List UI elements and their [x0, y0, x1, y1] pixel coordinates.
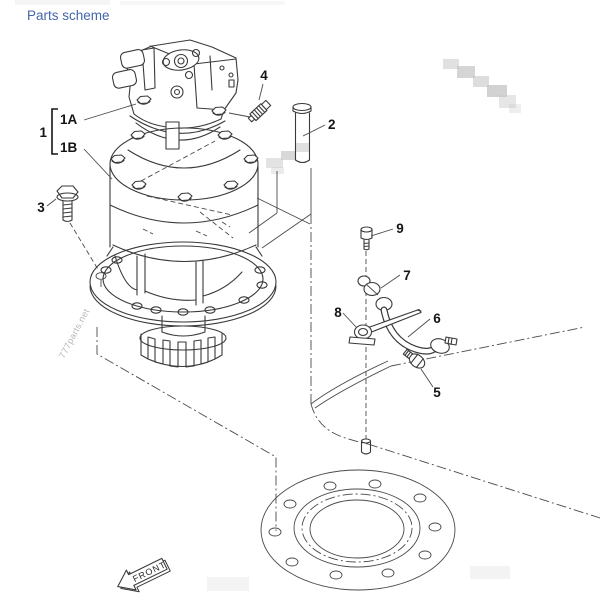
callout-leaders — [46, 83, 434, 388]
hose-elbow-fitting — [430, 336, 458, 354]
front-arrow: FRONT — [117, 557, 171, 593]
callout-6: 6 — [433, 311, 441, 326]
bottom-ring-flange — [260, 469, 456, 591]
callout-9: 9 — [396, 221, 404, 236]
watermark-streak-middle — [266, 143, 310, 174]
callout-1a: 1A — [60, 112, 78, 127]
ring-bolt-holes — [268, 479, 442, 580]
callout-labels: 1 1A 1B 2 3 4 5 6 7 8 9 — [37, 68, 441, 400]
callout-8: 8 — [334, 305, 342, 320]
part-fitting-4 — [247, 99, 272, 123]
watermark-text: 777parts.net — [57, 307, 92, 360]
part-pin-2 — [292, 102, 312, 164]
callout-3: 3 — [37, 200, 45, 215]
page-title: Parts scheme — [27, 8, 110, 23]
callout-1: 1 — [39, 125, 47, 140]
mounting-flange — [89, 241, 277, 327]
callout-5: 5 — [433, 385, 441, 400]
gear-housing — [109, 127, 259, 262]
part-bolt-3 — [56, 185, 79, 223]
motor-port-fittings — [111, 47, 156, 91]
pinion-gear — [139, 315, 227, 368]
flange-bolt-holes — [100, 256, 268, 316]
callout-1b: 1B — [60, 140, 78, 155]
part-clamp-8 — [348, 308, 422, 346]
callout-4: 4 — [260, 68, 268, 83]
callout-7: 7 — [403, 268, 411, 283]
motor-top-flange — [161, 48, 201, 71]
watermark-smudges — [15, 0, 521, 591]
swing-motor — [111, 39, 239, 150]
watermark-streak-top-right — [443, 59, 521, 113]
part-hose-6 — [380, 306, 458, 355]
callout-2: 2 — [328, 117, 336, 132]
part-fitting-7 — [357, 275, 393, 312]
part-bolt-9 — [360, 226, 373, 251]
part-fitting-5 — [402, 348, 426, 369]
reference-lines — [69, 112, 600, 531]
deck-pin — [360, 438, 372, 455]
